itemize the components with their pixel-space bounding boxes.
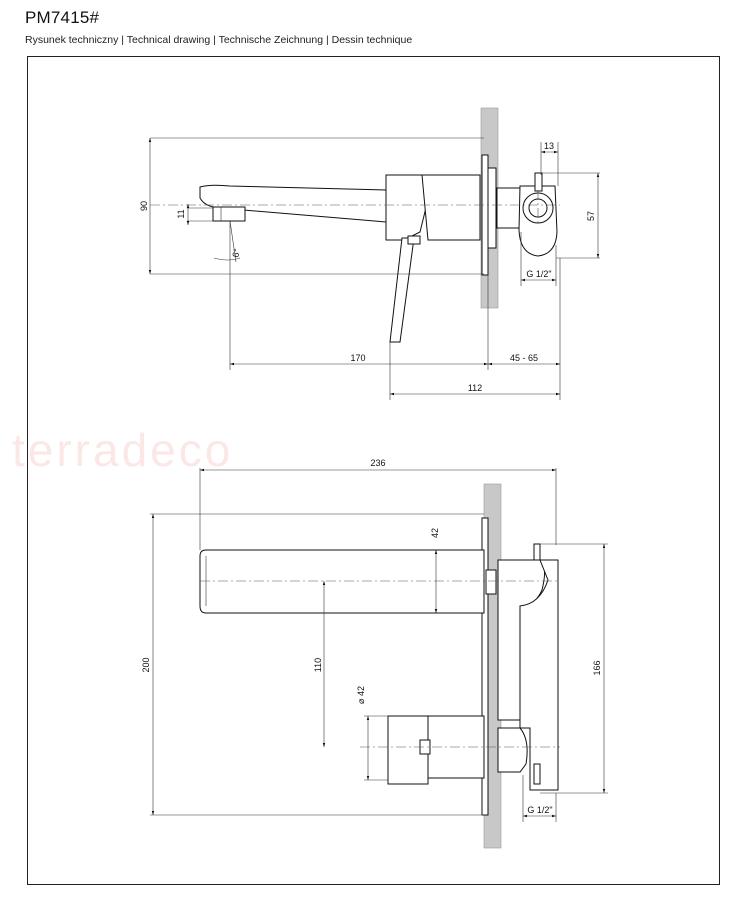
dim-handle-diameter: ⌀ 42 bbox=[356, 686, 366, 704]
side-wall-plate bbox=[481, 154, 489, 276]
dim-lever-depth: 112 bbox=[468, 383, 482, 393]
side-top-pin bbox=[534, 172, 543, 192]
front-view: 236 42 200 110 ⌀ 42 166 G 1/2" bbox=[141, 458, 608, 849]
dim-spout-outlet: 11 bbox=[176, 209, 186, 218]
dim-width-total: 236 bbox=[370, 458, 385, 468]
dim-angle: 6° bbox=[230, 247, 242, 258]
side-body bbox=[421, 174, 481, 241]
dim-body-height: 57 bbox=[586, 211, 596, 221]
drawing-subtitle: Rysunek techniczny | Technical drawing |… bbox=[25, 34, 413, 46]
dim-height-total: 90 bbox=[139, 201, 149, 211]
dim-top-offset: 13 bbox=[544, 141, 554, 151]
dim-thread-front: G 1/2" bbox=[527, 805, 552, 815]
front-body-right bbox=[519, 559, 559, 791]
front-handle-knob bbox=[387, 715, 429, 785]
dim-wall-range: 45 - 65 bbox=[510, 353, 538, 363]
front-spout bbox=[199, 549, 485, 614]
drawing-frame bbox=[27, 56, 720, 885]
dim-axis-spacing: 110 bbox=[313, 658, 323, 672]
product-code: PM7415# bbox=[25, 8, 100, 27]
side-plate-step bbox=[487, 167, 497, 249]
front-cover-plate bbox=[481, 517, 489, 816]
front-spout-connector bbox=[485, 569, 497, 595]
dim-body-height-front: 166 bbox=[592, 660, 602, 675]
side-lever bbox=[389, 237, 415, 343]
watermark: terradeco bbox=[12, 424, 234, 476]
side-view: 90 11 6° 13 57 G 1/2" 170 45 - 65 bbox=[139, 107, 600, 400]
dim-projection: 170 bbox=[350, 353, 365, 363]
dim-thread-side: G 1/2" bbox=[526, 269, 551, 279]
side-lever-joint bbox=[407, 235, 421, 245]
front-top-pin bbox=[533, 543, 541, 561]
side-aerator bbox=[212, 206, 246, 222]
dim-spout-height: 42 bbox=[430, 528, 440, 538]
front-lower-body bbox=[497, 727, 528, 773]
dim-height-front: 200 bbox=[141, 657, 151, 672]
front-bottom-pin bbox=[533, 763, 541, 785]
